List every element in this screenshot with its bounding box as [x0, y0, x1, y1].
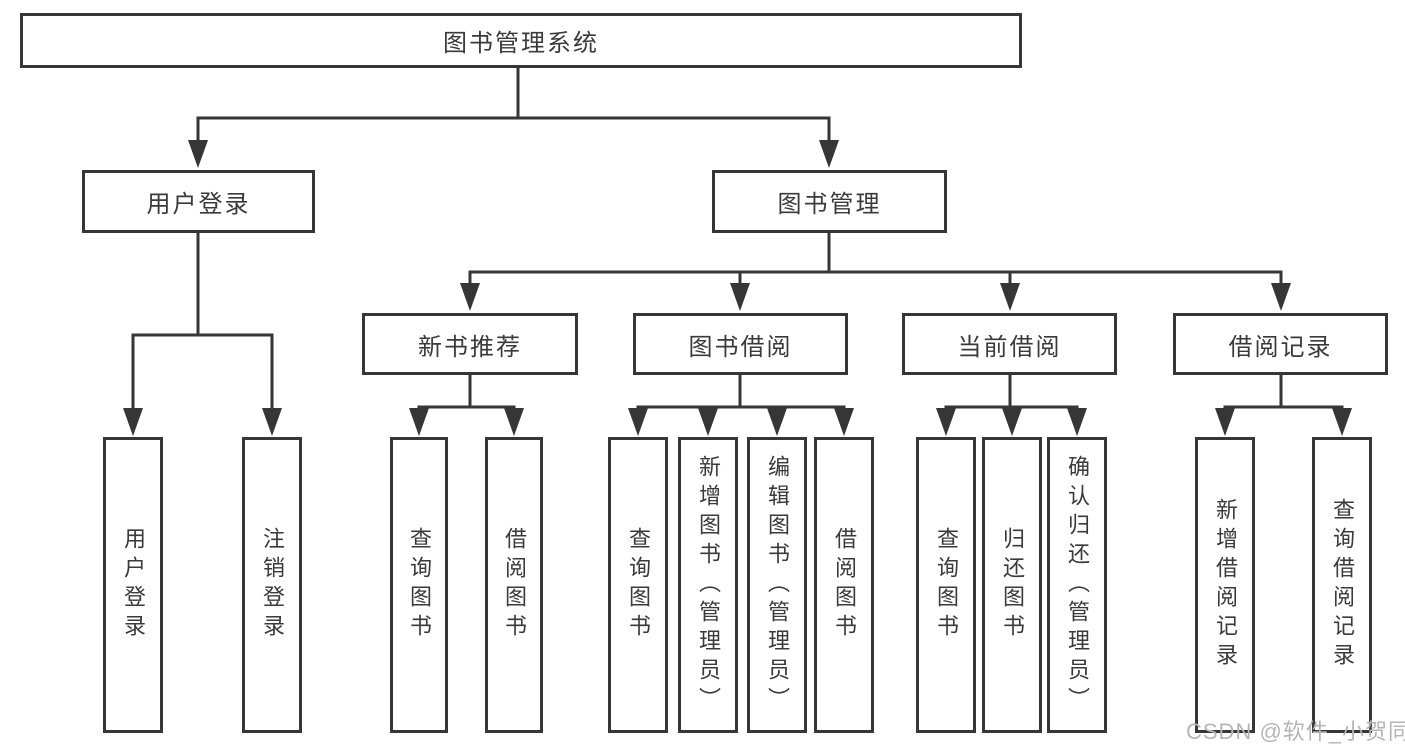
leaf-confirm-return-admin: 确认归还（管理员） — [1047, 437, 1107, 733]
node-book-management: 图书管理 — [712, 170, 947, 233]
node-book-borrowing-label: 图书借阅 — [688, 333, 793, 361]
leaf-borrow-books-label: 借阅图书 — [832, 527, 857, 643]
leaf-query-books-recommend-label: 查询图书 — [407, 527, 432, 643]
node-borrowing-records: 借阅记录 — [1173, 313, 1388, 375]
node-current-borrowing-label: 当前借阅 — [957, 333, 1062, 361]
leaf-borrow-books-recommend: 借阅图书 — [485, 437, 543, 733]
leaf-add-books-admin: 新增图书（管理员） — [678, 437, 738, 733]
leaf-query-books-current-label: 查询图书 — [934, 527, 959, 643]
leaf-query-books-recommend: 查询图书 — [390, 437, 448, 733]
node-current-borrowing: 当前借阅 — [902, 313, 1117, 375]
node-borrowing-records-label: 借阅记录 — [1228, 333, 1333, 361]
leaf-borrow-books: 借阅图书 — [814, 437, 874, 733]
root-node-library-management-system: 图书管理系统 — [20, 13, 1022, 68]
leaf-logout-label: 注销登录 — [260, 527, 285, 643]
leaf-logout: 注销登录 — [242, 437, 302, 733]
leaf-query-borrowing-record: 查询借阅记录 — [1312, 437, 1372, 733]
leaf-user-login: 用户登录 — [103, 437, 163, 733]
node-user-login: 用户登录 — [82, 170, 315, 233]
root-node-label: 图书管理系统 — [443, 30, 599, 57]
leaf-query-borrowing-record-label: 查询借阅记录 — [1330, 498, 1355, 672]
leaf-query-books-current: 查询图书 — [916, 437, 976, 733]
leaf-borrow-books-recommend-label: 借阅图书 — [502, 527, 527, 643]
node-user-login-label: 用户登录 — [146, 191, 251, 218]
node-new-book-recommendation: 新书推荐 — [362, 313, 578, 375]
leaf-add-borrowing-record-label: 新增借阅记录 — [1213, 498, 1238, 672]
leaf-return-books: 归还图书 — [982, 437, 1042, 733]
leaf-add-borrowing-record: 新增借阅记录 — [1195, 437, 1255, 733]
leaf-add-books-admin-label: 新增图书（管理员） — [696, 454, 721, 716]
node-new-book-recommendation-label: 新书推荐 — [418, 333, 522, 361]
csdn-watermark: CSDN @软件_小贺同学 — [1186, 719, 1405, 744]
leaf-edit-books-admin: 编辑图书（管理员） — [747, 437, 807, 733]
node-book-borrowing: 图书借阅 — [633, 313, 848, 375]
leaf-query-books-borrowing: 查询图书 — [608, 437, 668, 733]
leaf-user-login-label: 用户登录 — [121, 527, 146, 643]
leaf-query-books-borrowing-label: 查询图书 — [626, 527, 651, 643]
leaf-edit-books-admin-label: 编辑图书（管理员） — [765, 454, 790, 716]
node-book-management-label: 图书管理 — [777, 191, 882, 218]
leaf-confirm-return-admin-label: 确认归还（管理员） — [1065, 454, 1090, 716]
leaf-return-books-label: 归还图书 — [1000, 527, 1025, 643]
